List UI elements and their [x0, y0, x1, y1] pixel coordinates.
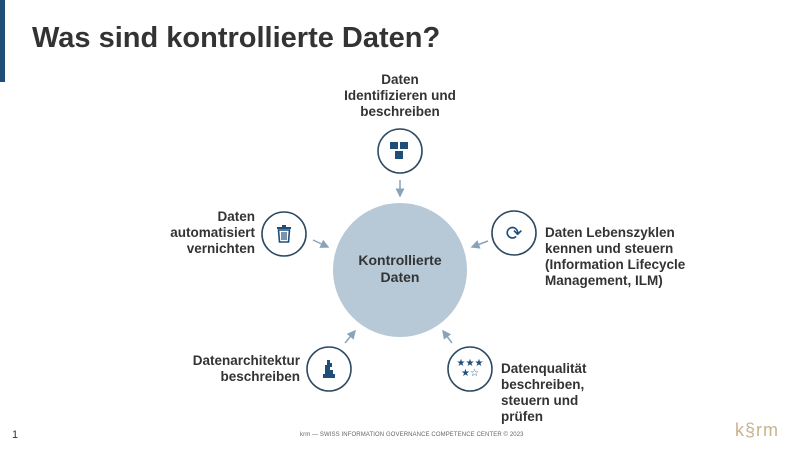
- page-title: Was sind kontrollierte Daten?: [32, 22, 441, 54]
- arrow: [442, 329, 453, 344]
- stars-icon: ★★★★☆: [456, 358, 484, 379]
- logo: k§rm: [735, 420, 779, 440]
- trash-icon: [262, 212, 306, 256]
- arrow: [470, 240, 489, 249]
- arrow: [344, 329, 356, 344]
- accent-bar: [0, 0, 5, 82]
- footer-text: krm — SWISS INFORMATION GOVERNANCE COMPE…: [300, 432, 524, 438]
- refresh-icon: ⟳: [505, 222, 523, 245]
- item-circle-bottom-right: [447, 346, 493, 392]
- arrow: [312, 239, 330, 248]
- item-circle-right: [491, 210, 537, 256]
- center-circle: [333, 203, 467, 337]
- cubes-icon: [378, 129, 422, 173]
- architecture-icon: [307, 347, 351, 391]
- page-number: 1: [12, 429, 19, 441]
